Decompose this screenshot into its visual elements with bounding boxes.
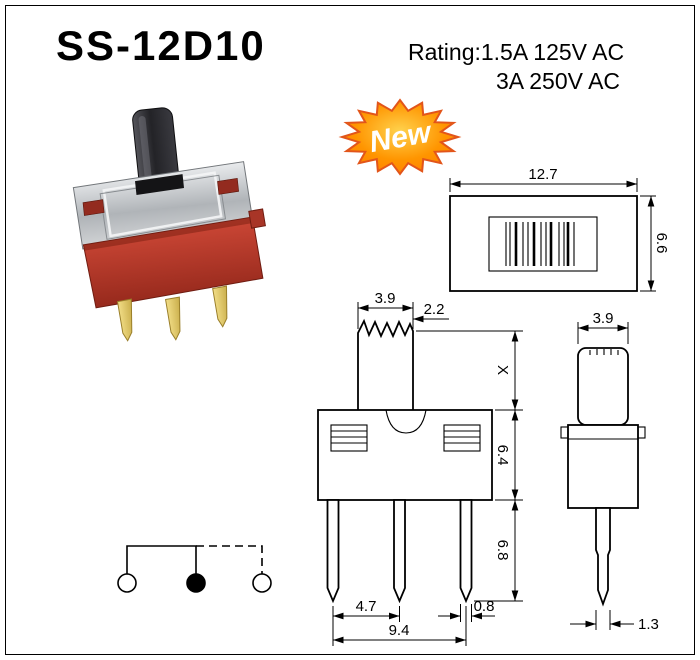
front-body-notch (385, 409, 427, 434)
dim-label-pin-length: 6.8 (494, 540, 511, 561)
dim-label-top-height: 6.6 (653, 233, 670, 254)
dim-label-travel: X (494, 365, 511, 375)
terminal-common-filled (186, 573, 206, 593)
front-pin-2 (393, 499, 406, 604)
mounting-hole-right (217, 178, 239, 195)
side-pin-outline (595, 507, 611, 607)
side-bracket-ear-right (637, 426, 646, 439)
rating-block: Rating:1.5A 125V AC 3A 250V AC (408, 38, 624, 96)
front-pin-3 (459, 499, 473, 604)
side-body-outline (567, 424, 639, 509)
part-number-title: SS-12D10 (56, 22, 266, 69)
dim-label-pin-width: 0.8 (474, 598, 495, 615)
switch-pin (164, 296, 181, 341)
circuit-symbol-drawing (117, 545, 272, 593)
front-body-outline (317, 409, 493, 501)
switch-pin (116, 298, 133, 342)
front-right-terminal-slot (443, 424, 481, 452)
product-photo (72, 107, 266, 342)
dim-label-side-actuator-width: 3.9 (593, 310, 614, 327)
rating-line-2: 3A 250V AC (496, 67, 621, 94)
side-bracket-ear-left (560, 426, 569, 439)
knob-highlight (138, 116, 154, 194)
dim-label-pin-span: 9.4 (389, 622, 410, 639)
front-actuator-outline (357, 318, 414, 410)
slider-slot (135, 174, 185, 196)
dim-label-side-pin-width: 1.3 (638, 616, 659, 633)
mounting-hole-left (82, 199, 105, 216)
dim-label-actuator-width: 3.9 (375, 290, 396, 307)
terminal-circle-right (252, 573, 272, 593)
side-actuator-serrations (589, 349, 619, 355)
page-border (5, 5, 695, 655)
side-view-drawing: 3.9 1.3 (560, 310, 659, 633)
terminal-circle-left (117, 573, 137, 593)
top-view-hatch-lines (505, 222, 575, 266)
front-pin-1 (326, 499, 340, 604)
body-side-tab (248, 208, 266, 229)
side-actuator-outline (577, 347, 629, 426)
symbol-solid-path (126, 545, 197, 574)
top-view-inner-frame (488, 216, 598, 272)
starburst-shape (342, 100, 458, 174)
dim-label-top-width: 12.7 (528, 166, 557, 183)
top-view-drawing: 12.7 6.6 (449, 166, 670, 292)
dim-label-pin-pitch: 4.7 (356, 598, 377, 615)
dim-label-actuator-offset: 2.2 (424, 301, 445, 318)
switch-pin (212, 285, 228, 328)
front-view-drawing: 3.9 2.2 X 6.4 6.8 4.7 0.8 9.4 (317, 290, 523, 646)
new-starburst-badge: New (336, 94, 464, 180)
symbol-dashed-path (196, 545, 263, 574)
top-view-outline (449, 195, 638, 292)
rating-line-1: Rating:1.5A 125V AC (408, 39, 625, 65)
body-shadow-line (83, 217, 254, 251)
dim-label-body-height: 6.4 (494, 445, 511, 466)
front-left-terminal-slot (330, 424, 368, 452)
